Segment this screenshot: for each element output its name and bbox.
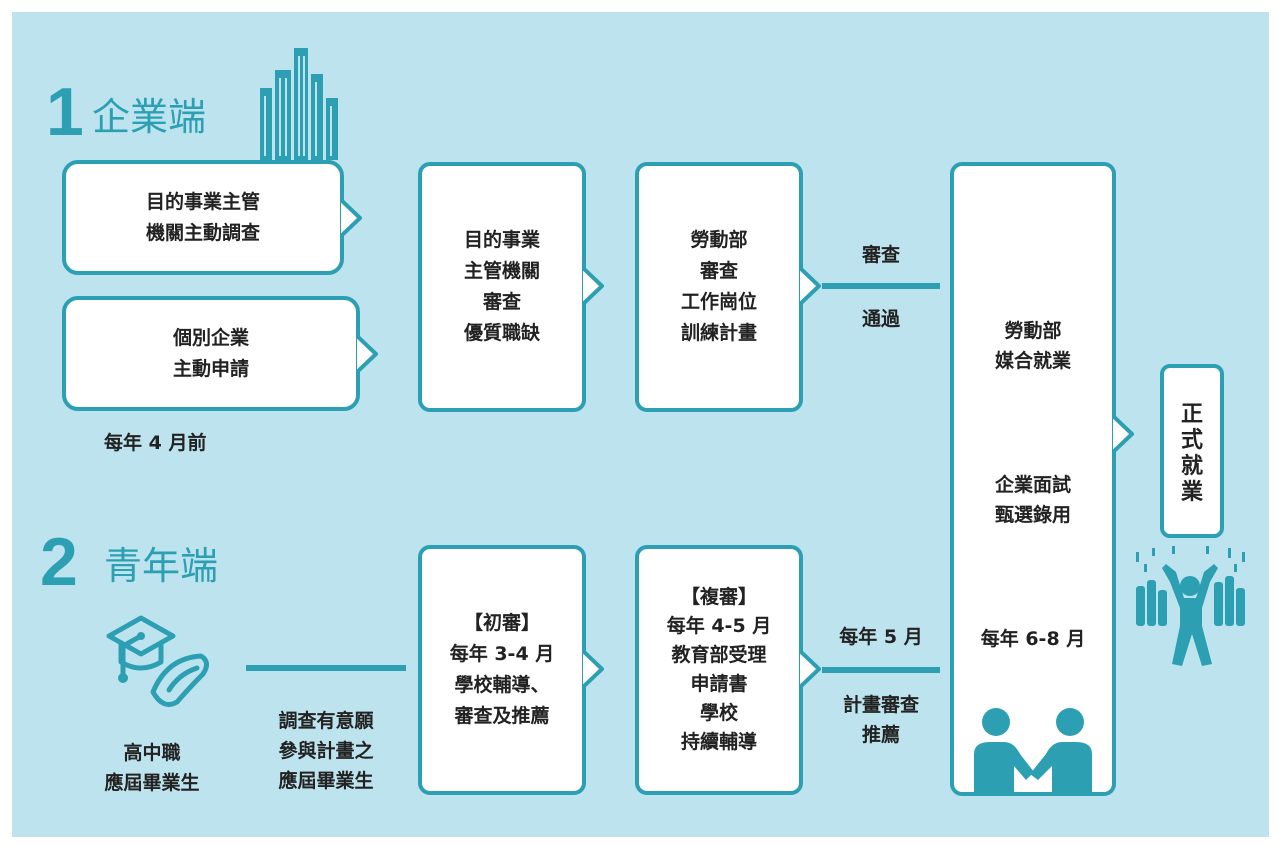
connector-line-bottom bbox=[822, 667, 940, 673]
connector-bottom-label: 通過 bbox=[861, 308, 900, 330]
buildings-icon bbox=[260, 48, 338, 160]
labor-review-pointer bbox=[799, 266, 821, 306]
apply-box-pointer bbox=[356, 334, 378, 374]
cheering-crowd-icon bbox=[1136, 546, 1245, 666]
matching-pointer bbox=[1112, 414, 1134, 454]
graduates-connector-line bbox=[246, 665, 406, 671]
survey-box-pointer bbox=[340, 198, 362, 238]
section-1-number: 1 bbox=[46, 74, 84, 150]
survey-graduates-label: 調查有意願 參與計畫之 應屆畢業生 bbox=[278, 710, 374, 792]
matching-text-3: 每年 6-8 月 bbox=[980, 628, 1086, 650]
agency-review-pointer bbox=[582, 266, 604, 306]
agency-review-box: 目的事業 主管機關 審查 優質職缺 bbox=[418, 162, 586, 412]
youth-connector-top-label: 每年 5 月 bbox=[839, 626, 923, 648]
final-employment-label: 正式就業 bbox=[1180, 402, 1203, 505]
initial-review-pointer bbox=[582, 649, 604, 689]
connector-line-top bbox=[822, 283, 940, 289]
section-1-label: 企業端 bbox=[92, 95, 207, 139]
final-employment-box: 正式就業 bbox=[1160, 364, 1224, 538]
apply-box: 個別企業 主動申請 bbox=[62, 296, 360, 411]
deadline-label: 每年 4 月前 bbox=[104, 432, 207, 454]
survey-box: 目的事業主管 機關主動調查 bbox=[62, 160, 344, 275]
handshake-icon bbox=[974, 708, 1092, 792]
initial-review-box: 【初審】 每年 3-4 月 學校輔導、 審查及推薦 bbox=[418, 545, 586, 795]
second-review-pointer bbox=[799, 649, 821, 689]
matching-box: 勞動部 媒合就業 企業面試 甄選錄用 每年 6-8 月 bbox=[950, 162, 1116, 796]
graduates-label: 高中職 應屆畢業生 bbox=[104, 742, 200, 794]
graduation-cap-icon bbox=[106, 615, 209, 707]
second-review-box: 【複審】 每年 4-5 月 教育部受理 申請書 學校 持續輔導 bbox=[635, 545, 803, 795]
connector-top-label: 審查 bbox=[861, 244, 900, 266]
labor-review-box: 勞動部 審查 工作崗位 訓練計畫 bbox=[635, 162, 803, 412]
section-2-label: 青年端 bbox=[104, 544, 219, 588]
section-2-number: 2 bbox=[40, 524, 78, 600]
matching-text-1: 勞動部 媒合就業 bbox=[994, 320, 1071, 372]
matching-text-2: 企業面試 甄選錄用 bbox=[994, 474, 1071, 526]
youth-connector-bottom-label: 計畫審查 推薦 bbox=[842, 694, 919, 746]
